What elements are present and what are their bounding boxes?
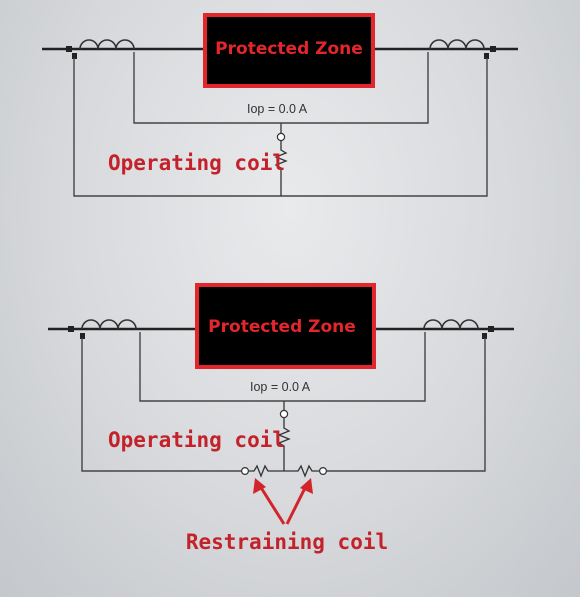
operating-current-label: Iop = 0.0 A — [250, 380, 311, 394]
relay-terminal — [276, 132, 286, 142]
ct-polarity-mark-left — [68, 326, 74, 332]
ct-secondary-inner-loop — [139, 332, 426, 402]
protected-zone-label: Protected Zone — [215, 39, 363, 59]
ct-polarity-mark-left — [66, 46, 72, 52]
restraining-coil-label: Restraining coil — [186, 530, 388, 554]
protected-zone-label: Protected Zone — [208, 317, 356, 337]
restraining-coil-left — [249, 464, 284, 478]
ct-secondary-right-run — [326, 338, 486, 472]
current-transformer-left — [79, 39, 135, 50]
restraining-arrow-right — [285, 478, 313, 525]
protected-zone-box — [203, 13, 375, 88]
operating-coil-resistor — [274, 141, 288, 196]
ct-terminal-left — [80, 333, 85, 339]
operating-coil-resistor — [277, 418, 291, 471]
restraining-terminal-left — [241, 467, 250, 476]
relay-terminal — [279, 409, 289, 419]
operating-current-label: Iop = 0.0 A — [247, 102, 308, 116]
current-transformer-right — [429, 39, 485, 50]
current-transformer-left — [81, 319, 137, 330]
protected-zone-box — [195, 283, 376, 369]
ct-terminal-right — [484, 53, 489, 59]
ct-polarity-mark-right — [488, 326, 494, 332]
ct-terminal-right — [482, 333, 487, 339]
ct-secondary-left-run — [81, 338, 242, 472]
restraining-terminal-right — [319, 467, 328, 476]
diagram-percentage-differential: Iop = 0.0 A Operating coil Restraining c… — [48, 283, 514, 554]
diagram-simple-differential: Iop = 0.0 A Operating coil Protected Zon… — [42, 13, 518, 197]
ct-terminal-left — [72, 53, 77, 59]
restraining-arrow-left — [253, 478, 286, 525]
restraining-coil-right — [284, 464, 319, 478]
ct-polarity-mark-right — [490, 46, 496, 52]
operating-coil-label: Operating coil — [108, 151, 285, 175]
current-transformer-right — [423, 319, 479, 330]
operating-coil-label: Operating coil — [108, 428, 285, 452]
